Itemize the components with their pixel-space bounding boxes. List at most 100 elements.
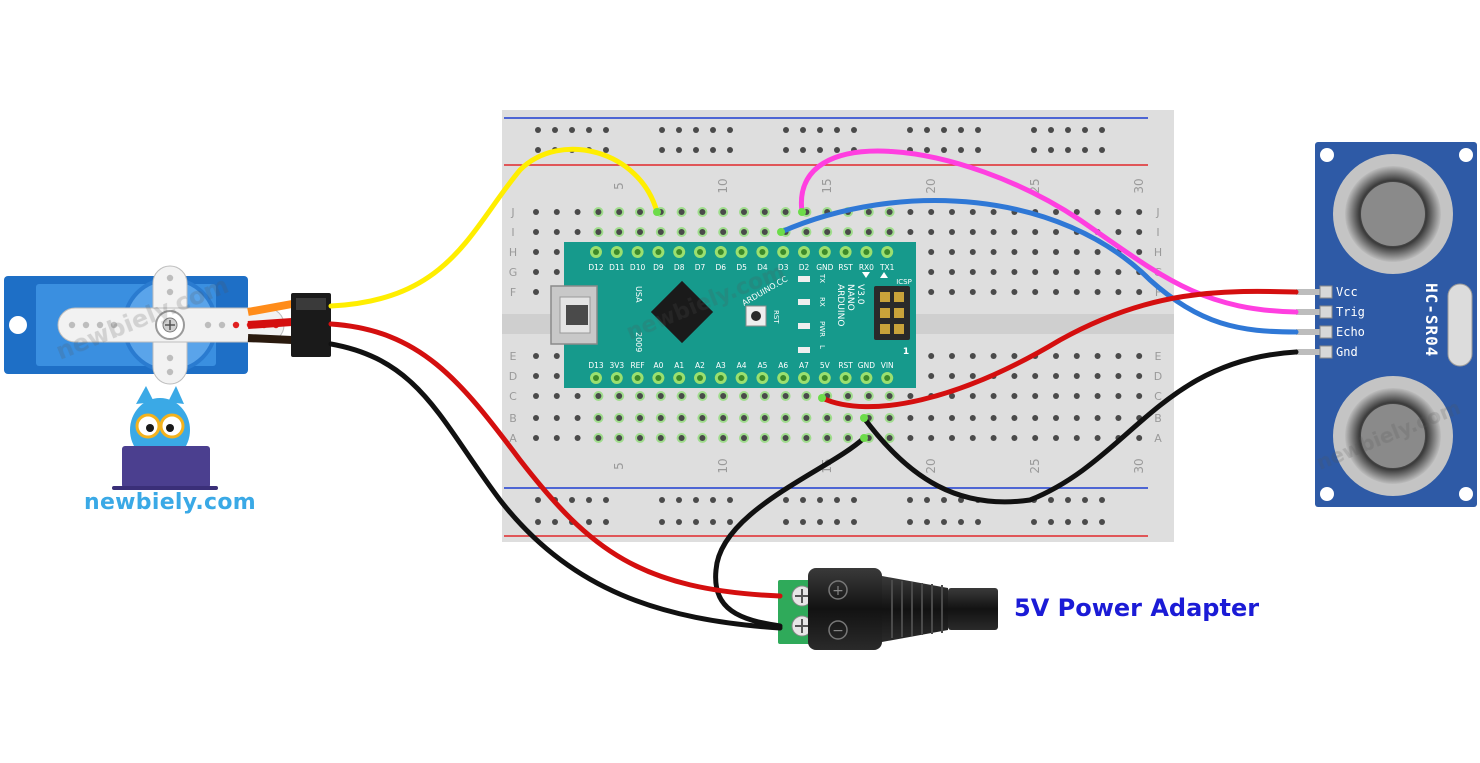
servo-horn-hole [218, 321, 226, 329]
rail-hole [693, 519, 699, 525]
rail-hole [975, 147, 981, 153]
terminal-hole [1115, 415, 1122, 421]
terminal-hole [533, 393, 539, 399]
terminal-hole [678, 435, 685, 441]
terminal-hole [1136, 393, 1143, 399]
sensor-mount-hole [1320, 487, 1334, 501]
terminal-hole [1136, 373, 1143, 379]
terminal-hole [678, 209, 685, 215]
terminal-hole [1011, 373, 1018, 379]
rail-hole [958, 127, 964, 133]
terminal-hole [803, 415, 810, 421]
nano-pin-label-bottom: 3V3 [609, 361, 624, 370]
terminal-hole [553, 415, 560, 421]
column-number-top: 5 [612, 182, 626, 190]
rail-hole [1048, 127, 1054, 133]
terminal-hole [533, 373, 539, 379]
terminal-hole [678, 229, 685, 235]
rail-hole [907, 127, 913, 133]
row-letter-right: F [1155, 286, 1161, 299]
terminal-hole [782, 415, 789, 421]
nano-pin-top-hole [884, 249, 891, 255]
sensor-mount-hole [1320, 148, 1334, 162]
terminal-hole [1053, 269, 1059, 275]
nano-pin-bottom-hole [593, 375, 599, 381]
terminal-hole [720, 393, 727, 399]
servo-cable-red [247, 318, 293, 329]
rail-hole [586, 127, 592, 133]
column-number-bottom: 30 [1132, 458, 1146, 473]
nano-pin-label-top: D11 [609, 263, 625, 272]
nano-pin-label-bottom: 5V [820, 361, 831, 370]
terminal-hole [824, 229, 831, 235]
rail-hole [1099, 519, 1105, 525]
owl-ear-icon [136, 386, 154, 404]
servo-horn-hole [82, 321, 90, 329]
terminal-hole [928, 229, 935, 235]
terminal-hole [1094, 249, 1101, 255]
column-number-bottom: 10 [716, 458, 730, 473]
row-letter-right: I [1156, 226, 1159, 239]
terminal-hole [949, 353, 955, 359]
adapter-label: 5V Power Adapter [1014, 594, 1260, 622]
wire-end [860, 434, 868, 442]
terminal-hole [595, 229, 602, 235]
wires [328, 146, 1299, 631]
sensor-pin-pad [1319, 345, 1333, 359]
nano-marker-icon [880, 272, 888, 278]
rail-hole [800, 497, 806, 503]
nano-pin-top-hole [634, 249, 641, 255]
rail-hole [1065, 127, 1071, 133]
rail-hole [800, 127, 806, 133]
rail-hole [800, 147, 806, 153]
terminal-hole [1073, 353, 1080, 359]
terminal-hole [1053, 353, 1059, 359]
wire-trig [799, 148, 1299, 315]
column-number-bottom: 5 [612, 462, 626, 470]
terminal-hole [595, 415, 602, 421]
terminal-hole [699, 415, 706, 421]
sensor-pin-pad [1319, 285, 1333, 299]
nano-usa-text: USA [634, 286, 643, 303]
terminal-hole [699, 393, 706, 399]
row-letter-left: J [510, 206, 514, 219]
terminal-hole [1032, 269, 1039, 275]
column-number-top: 10 [716, 178, 730, 193]
terminal-hole [553, 393, 560, 399]
rail-hole [586, 519, 592, 525]
sensor-pin-label: Trig [1336, 305, 1365, 319]
terminal-hole [1094, 435, 1101, 441]
servo-horn-hole [166, 368, 174, 376]
terminal-hole [1011, 289, 1018, 295]
terminal-hole [949, 373, 955, 379]
adapter-housing [808, 568, 882, 650]
rail-hole [659, 147, 665, 153]
rail-hole [1082, 147, 1088, 153]
nano-pin-top-hole [593, 249, 599, 255]
rail-hole [586, 497, 592, 503]
terminal-hole [1073, 289, 1080, 295]
servo-horn-hole [166, 354, 174, 362]
rail-hole [710, 127, 716, 133]
nano-pcb [564, 242, 916, 388]
terminal-hole [969, 435, 976, 441]
terminal-hole [699, 229, 706, 235]
terminal-hole [657, 229, 664, 235]
nano-pin-label-bottom: GND [858, 361, 875, 370]
led-pwr [798, 323, 810, 329]
rail-hole [783, 497, 789, 503]
terminal-hole [637, 415, 643, 421]
rail-hole [907, 519, 913, 525]
terminal-hole [616, 435, 623, 441]
terminal-hole [1011, 415, 1018, 421]
owl-pupil-icon [166, 424, 174, 432]
icsp-pin [894, 308, 904, 318]
rail-hole [834, 519, 840, 525]
terminal-hole [782, 435, 789, 441]
owl-pupil-icon [146, 424, 154, 432]
led-tx [798, 276, 810, 282]
nano-board-text: NANO [845, 284, 855, 311]
rail-hole [834, 127, 840, 133]
terminal-hole [1115, 209, 1122, 215]
column-number-bottom: 25 [1028, 458, 1042, 473]
